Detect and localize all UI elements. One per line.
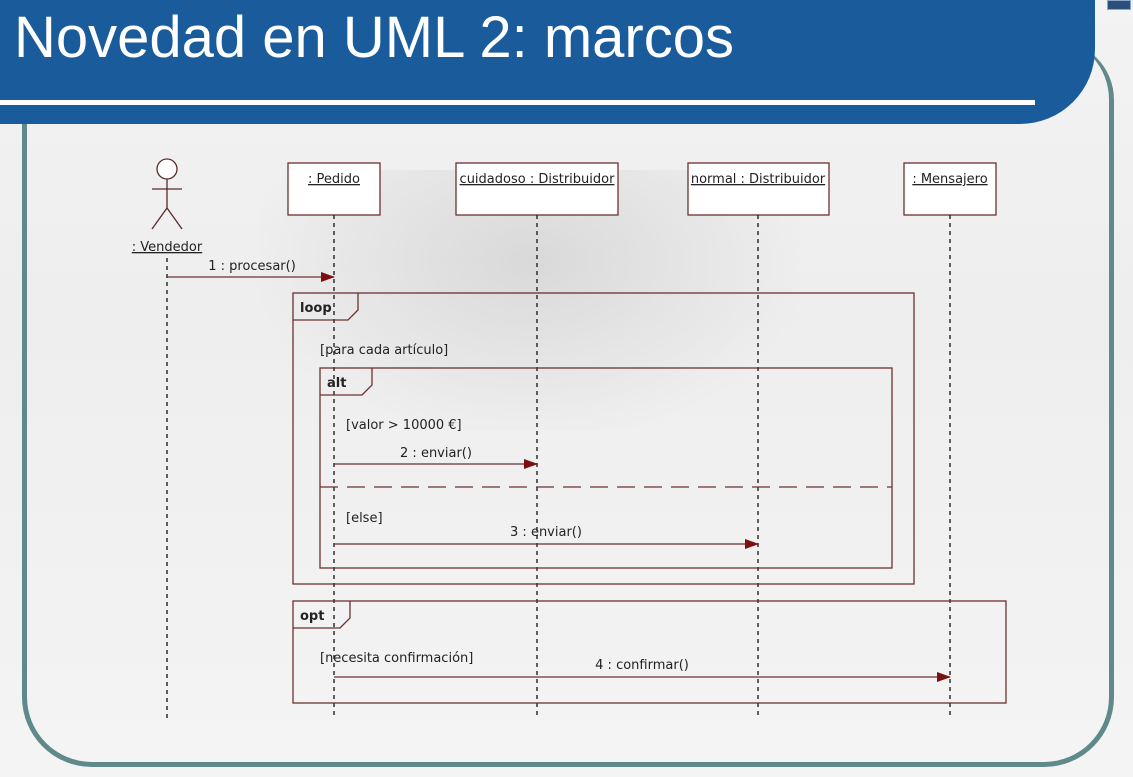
lifeline-label-pedido: : Pedido [308,172,360,187]
actor-vendedor [151,158,183,230]
fragment-opt-operator: opt [300,609,324,624]
fragment-alt: alt [valor > 10000 €] [else] [319,367,893,569]
slide-title: Novedad en UML 2: marcos [14,5,734,70]
fragment-alt-guard-if: [valor > 10000 €] [346,418,462,433]
title-bar: Novedad en UML 2: marcos [0,0,1095,124]
actor-head-icon [156,158,178,180]
fragment-opt: opt [necesita confirmación] [292,600,1007,704]
fragment-loop: loop [para cada artículo] [292,292,915,585]
fragment-alt-guard-else: [else] [346,511,383,526]
message-3-label: 3 : enviar() [510,525,582,540]
lifeline-head-mensajero: : Mensajero [903,162,997,216]
message-1: 1 : procesar() [167,259,335,282]
message-4: 4 : confirmar() [334,658,951,682]
message-2-label: 2 : enviar() [400,446,472,461]
fragment-alt-operator: alt [327,376,346,391]
actor-label: : Vendedor [132,240,203,255]
message-3: 3 : enviar() [334,525,759,549]
title-underline [0,100,1035,105]
lifeline-label-normal: normal : Distribuidor [691,172,826,187]
fragment-loop-guard: [para cada artículo] [320,343,448,358]
message-4-label: 4 : confirmar() [595,658,689,673]
lifeline-head-pedido: : Pedido [287,162,381,216]
lifeline-label-cuidadoso: cuidadoso : Distribuidor [460,172,616,187]
corner-logo [1107,0,1131,10]
message-1-label: 1 : procesar() [208,259,296,274]
fragment-opt-guard: [necesita confirmación] [320,651,473,666]
lifeline-head-cuidadoso: cuidadoso : Distribuidor [455,162,619,216]
fragment-loop-operator: loop [300,301,332,316]
slide-frame-border [22,40,1114,767]
lifeline-head-normal: normal : Distribuidor [687,162,830,216]
lifeline-label-mensajero: : Mensajero [912,172,987,187]
message-2: 2 : enviar() [334,446,538,469]
